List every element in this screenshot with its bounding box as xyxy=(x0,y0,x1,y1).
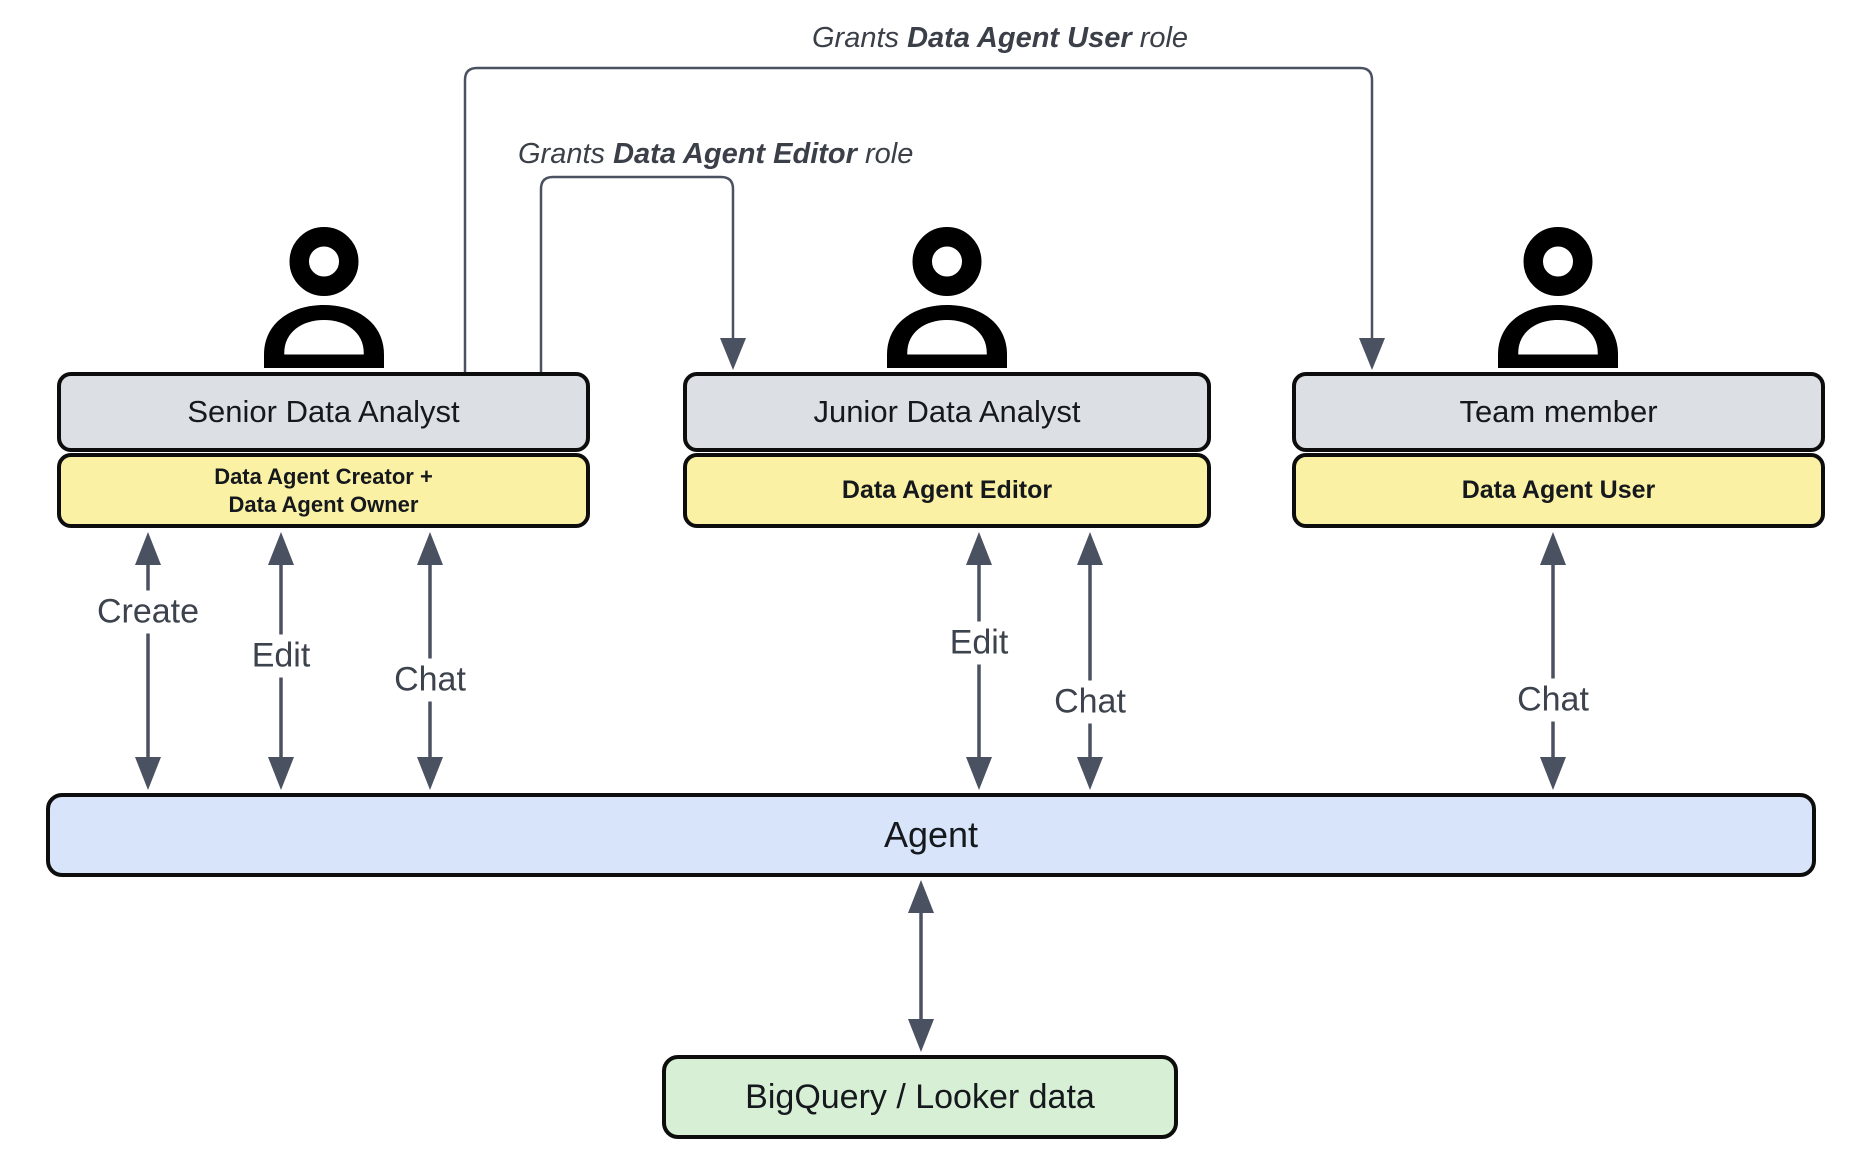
role-line: Data Agent Creator + xyxy=(214,464,433,489)
role-line: Data Agent Owner xyxy=(228,491,419,517)
agent-datasource-arrow-head-bottom xyxy=(908,1019,934,1052)
grant-editor-connector xyxy=(539,175,735,372)
chat-arrow-head-top xyxy=(1077,532,1103,565)
edit-arrow-head-bottom xyxy=(268,757,294,790)
chat-arrow-head-bottom xyxy=(1540,757,1566,790)
grant-user-arrowhead xyxy=(1359,338,1385,370)
chat-arrow-head-top xyxy=(417,532,443,565)
junior-data-analyst-box: Junior Data Analyst xyxy=(683,372,1211,452)
create-arrow-head-bottom xyxy=(135,757,161,790)
edit-arrow-head-top xyxy=(966,532,992,565)
grant-user-connector xyxy=(463,66,1374,372)
chat-arrow-head-bottom xyxy=(1077,757,1103,790)
team-member-box: Team member xyxy=(1292,372,1825,452)
grant-user-role-label: Grants Data Agent User role xyxy=(812,22,1189,54)
agent-datasource-arrow-head-top xyxy=(908,880,934,913)
grant-editor-role-label: Grants Data Agent Editor role xyxy=(518,138,914,170)
edit-arrow-label: Edit xyxy=(941,621,1017,665)
chat-arrow-label: Chat xyxy=(386,658,474,702)
create-arrow-head-top xyxy=(135,532,161,565)
chat-arrow-head-top xyxy=(1540,532,1566,565)
chat-arrow-head-bottom xyxy=(417,757,443,790)
create-arrow-label: Create xyxy=(88,590,208,634)
senior-role-badge: Data Agent Creator + Data Agent Owner xyxy=(57,453,590,528)
person-icon xyxy=(1498,227,1618,368)
bigquery-looker-data-box: BigQuery / Looker data xyxy=(662,1055,1178,1139)
chat-arrow-label: Chat xyxy=(1509,678,1597,722)
chat-arrow-label: Chat xyxy=(1046,680,1134,724)
edit-arrow-label: Edit xyxy=(243,634,319,678)
edit-arrow-head-top xyxy=(268,532,294,565)
person-icon xyxy=(264,227,384,368)
grant-editor-arrowhead xyxy=(720,338,746,370)
senior-data-analyst-box: Senior Data Analyst xyxy=(57,372,590,452)
agent-bar: Agent xyxy=(46,793,1816,877)
team-role-badge: Data Agent User xyxy=(1292,453,1825,528)
role-line: Data Agent Editor xyxy=(841,476,1053,504)
person-icon xyxy=(887,227,1007,368)
edit-arrow-head-bottom xyxy=(966,757,992,790)
junior-role-badge: Data Agent Editor xyxy=(683,453,1211,528)
role-line: Data Agent User xyxy=(1461,476,1656,504)
